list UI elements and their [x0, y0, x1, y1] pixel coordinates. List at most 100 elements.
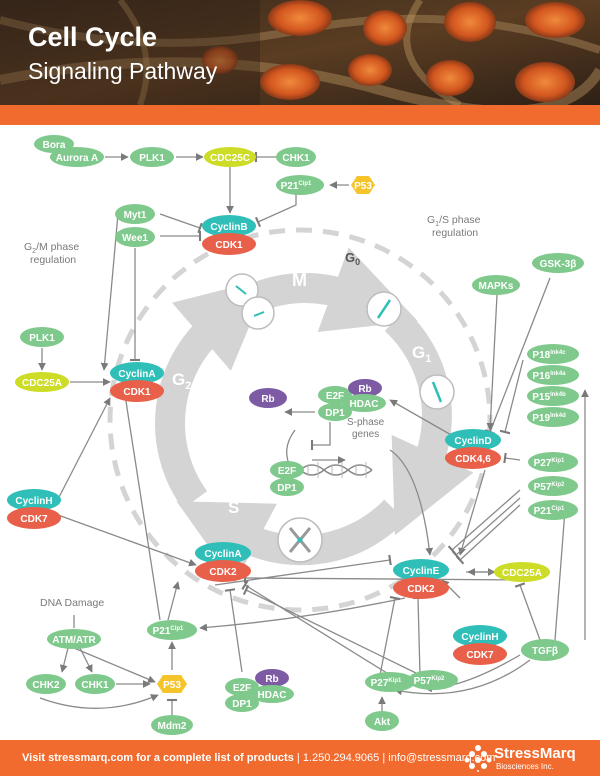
node-p53-top: P53 — [351, 176, 375, 194]
svg-text:CyclinA: CyclinA — [204, 549, 241, 560]
node-mdm2: Mdm2 — [151, 715, 193, 735]
phase-m-label: M — [292, 270, 307, 290]
node-p53-bottom: P53 — [157, 675, 187, 693]
svg-text:CDK2: CDK2 — [209, 567, 237, 578]
node-cycline: CyclinE — [393, 559, 449, 581]
g2m-regulation-label-2: regulation — [30, 254, 76, 266]
svg-text:CDC25C: CDC25C — [210, 153, 250, 164]
svg-text:CyclinH: CyclinH — [461, 632, 498, 643]
header-banner: Cell Cycle Signaling Pathway — [0, 0, 600, 105]
node-p21-bottom: P21Cip1 — [147, 620, 197, 640]
mitosis-cell-icon — [225, 273, 275, 330]
svg-text:Rb: Rb — [265, 674, 278, 685]
logo-brand-sub: Biosciences Inc. — [496, 762, 554, 771]
svg-text:CDC25A: CDC25A — [502, 568, 542, 579]
svg-text:DP1: DP1 — [325, 408, 345, 419]
cell-cycle-ring — [155, 247, 474, 584]
dna-helix-icon — [299, 462, 373, 478]
pathway-connectors — [38, 151, 589, 715]
g2m-regulation-label: G2/M phase — [24, 241, 79, 255]
svg-text:CyclinH: CyclinH — [15, 496, 52, 507]
node-cdk46: CDK4,6 — [445, 447, 501, 469]
node-e2f-mid: E2F — [318, 386, 352, 404]
node-plk1-top: PLK1 — [130, 147, 174, 167]
phase-g1-label: G1 — [412, 343, 431, 365]
svg-text:CyclinE: CyclinE — [403, 566, 440, 577]
svg-text:P27Kip1: P27Kip1 — [371, 678, 402, 689]
node-dp1-bottom: DP1 — [225, 694, 259, 712]
svg-text:CDK4,6: CDK4,6 — [455, 454, 491, 465]
svg-text:P21Cip1: P21Cip1 — [153, 626, 184, 637]
stressmarq-logo: StressMarq Biosciences Inc. — [464, 744, 594, 774]
footer-bar: Visit stressmarq.com for a complete list… — [0, 740, 600, 776]
s-phase-cell-icon — [277, 517, 323, 563]
node-cdk1-top: CDK1 — [202, 233, 256, 255]
node-chk1-top: CHK1 — [276, 147, 316, 167]
svg-text:CDC25A: CDC25A — [22, 378, 62, 389]
node-p18: P18Ink4c — [527, 344, 579, 364]
svg-text:CDK1: CDK1 — [215, 240, 243, 251]
phase-g2-label: G2 — [172, 370, 191, 392]
svg-text:Rb: Rb — [358, 384, 371, 395]
ring-arc-g2 — [155, 277, 270, 509]
svg-text:P16Ink4a: P16Ink4a — [532, 371, 566, 382]
node-rb-bottom: Rb — [255, 669, 289, 687]
svg-text:PLK1: PLK1 — [139, 153, 165, 164]
g1s-regulation-label: G1/S phase — [427, 214, 481, 228]
svg-text:CHK1: CHK1 — [282, 153, 310, 164]
dna-damage-label: DNA Damage — [40, 597, 104, 609]
node-dp1-genes: DP1 — [270, 478, 304, 496]
node-mapks: MAPKs — [472, 275, 520, 295]
node-cdc25a-left: CDC25A — [15, 372, 69, 392]
svg-text:P19Ink4d: P19Ink4d — [532, 413, 566, 424]
svg-text:P21Cip1: P21Cip1 — [534, 506, 565, 517]
sphase-genes-label-2: genes — [352, 429, 379, 440]
node-p21-right: P21Cip1 — [528, 500, 578, 520]
g0-cell-icon — [366, 291, 402, 327]
svg-text:Myt1: Myt1 — [124, 210, 147, 221]
svg-text:GSK-3β: GSK-3β — [540, 259, 577, 270]
logo-dots-icon — [464, 745, 492, 772]
svg-text:Aurora A: Aurora A — [56, 153, 98, 164]
node-dp1-mid: DP1 — [318, 403, 352, 421]
svg-text:P57Kip2: P57Kip2 — [414, 676, 445, 687]
footer-text: Visit stressmarq.com for a complete list… — [22, 752, 496, 764]
node-aurora-a: Aurora A — [50, 147, 104, 167]
svg-text:CDK2: CDK2 — [407, 584, 435, 595]
cell-cycle-diagram: M G1 G2 S G0 — [7, 135, 589, 735]
node-rb-mid: Rb — [249, 388, 287, 408]
node-p21-top: P21Cip1 — [276, 175, 324, 195]
svg-text:P18Ink4c: P18Ink4c — [532, 350, 566, 361]
sphase-genes-label: S-phase — [347, 417, 385, 428]
node-hdac-mid: HDAC — [342, 394, 386, 412]
microscopy-image — [0, 0, 600, 105]
svg-text:DP1: DP1 — [277, 483, 297, 494]
page-subtitle: Signaling Pathway — [28, 58, 218, 84]
node-plk1-left: PLK1 — [20, 327, 64, 347]
svg-text:CDK1: CDK1 — [123, 387, 151, 398]
header-accent-bar — [0, 105, 600, 125]
svg-text:CDK7: CDK7 — [20, 514, 48, 525]
svg-text:Akt: Akt — [374, 717, 391, 728]
node-hdac-bottom: HDAC — [250, 685, 294, 703]
svg-text:P53: P53 — [163, 680, 181, 691]
svg-text:DP1: DP1 — [232, 699, 252, 710]
node-cyclind: CyclinD — [445, 429, 501, 451]
svg-text:CyclinD: CyclinD — [454, 436, 491, 447]
svg-text:CHK2: CHK2 — [32, 680, 60, 691]
node-cdk7-right: CDK7 — [453, 643, 507, 665]
node-chk2: CHK2 — [26, 674, 66, 694]
page-title: Cell Cycle — [28, 22, 158, 52]
node-cyclinh-left: CyclinH — [7, 489, 61, 511]
svg-text:E2F: E2F — [233, 683, 251, 694]
ring-arc-s — [176, 499, 406, 584]
node-cdc25a-right: CDC25A — [494, 562, 550, 582]
node-gsk3b: GSK-3β — [532, 253, 584, 273]
node-p27-right: P27Kip1 — [528, 452, 578, 472]
svg-text:CHK1: CHK1 — [81, 680, 109, 691]
svg-text:P15Ink4b: P15Ink4b — [532, 392, 566, 403]
node-cdc25c: CDC25C — [204, 147, 256, 167]
node-wee1: Wee1 — [115, 227, 155, 247]
svg-text:E2F: E2F — [326, 391, 344, 402]
node-rb-mid2: Rb — [348, 379, 382, 397]
